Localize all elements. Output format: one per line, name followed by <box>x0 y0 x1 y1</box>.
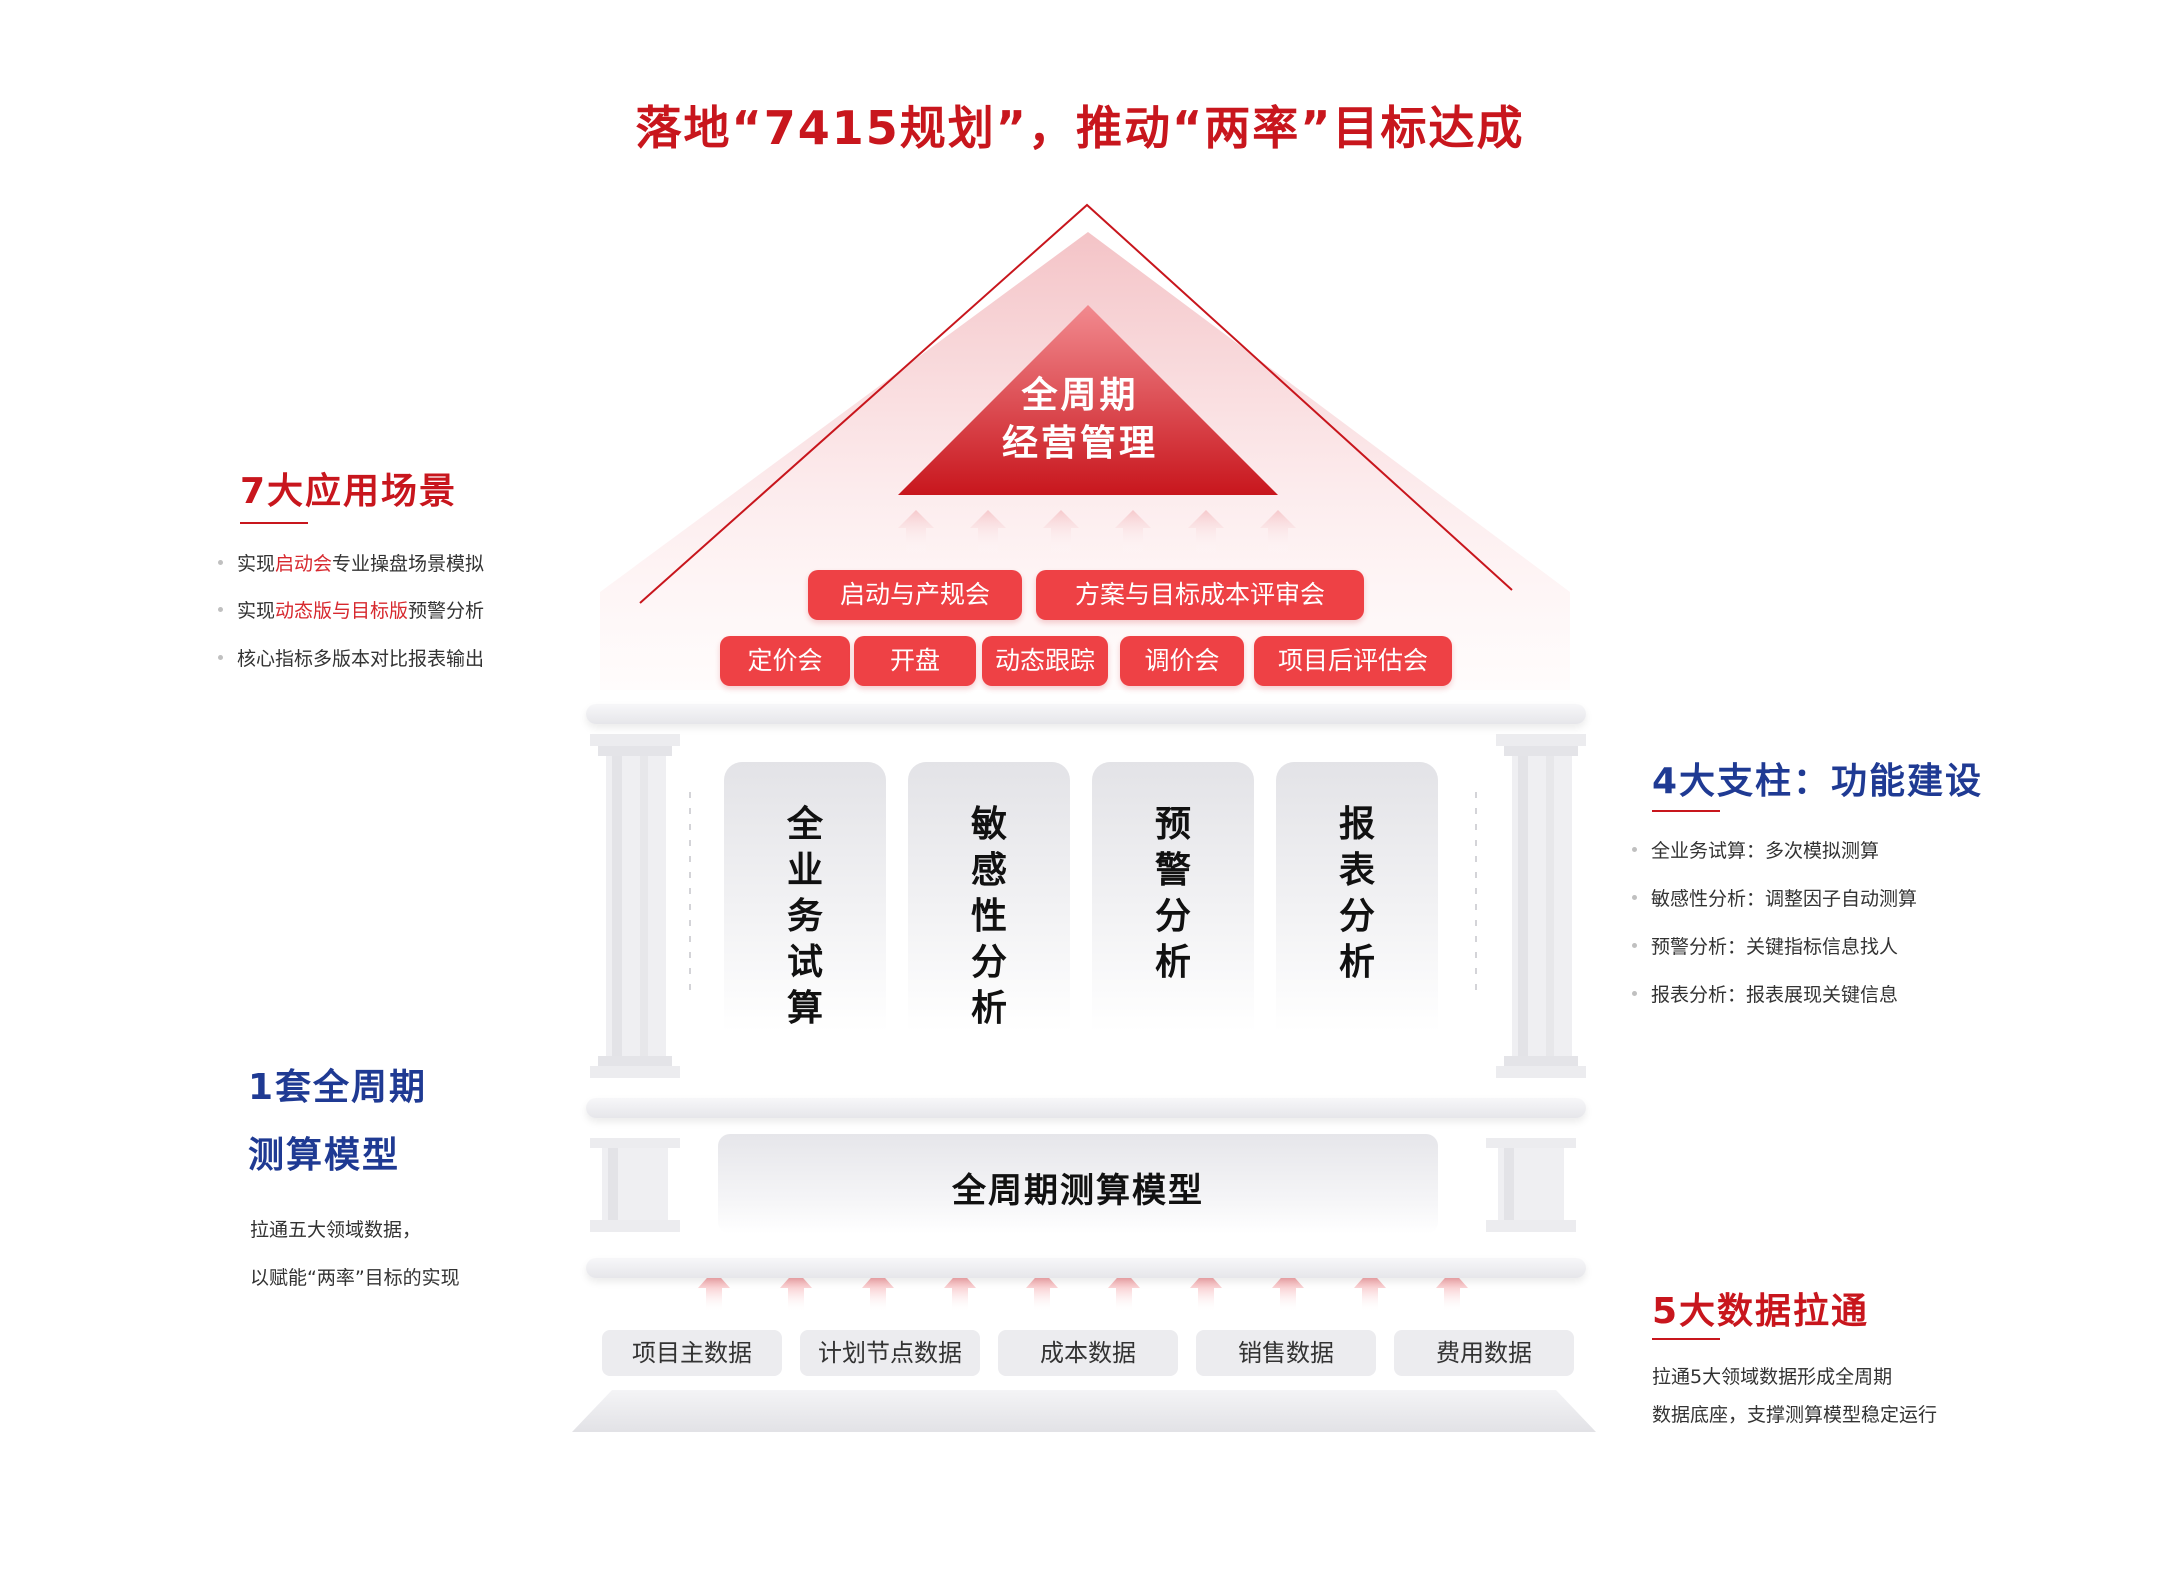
data-underline <box>1652 1338 1720 1340</box>
data-desc-line2: 数据底座，支撑测算模型稳定运行 <box>1652 1404 1938 1426</box>
pillar-item-4: 报表分析：报表展现关键信息 <box>1632 982 1898 1008</box>
scene-pill-1: 启动与产规会 <box>808 570 1022 620</box>
roof-core-label: 全周期 经营管理 <box>960 372 1200 468</box>
pillar-label-3: 预警分析 <box>1154 804 1191 983</box>
pillar-item-1: 全业务试算：多次模拟测算 <box>1632 838 1879 864</box>
pillar-label-1: 全业务试算 <box>786 804 823 1029</box>
right-short-column <box>1486 1138 1576 1232</box>
pillar-label-4: 报表分析 <box>1338 804 1375 983</box>
left-column <box>590 734 680 1078</box>
page-title: 落地“7415规划”，推动“两率”目标达成 <box>635 101 1525 155</box>
scenes-title: 7大应用场景 <box>240 471 458 512</box>
roof-core-line2: 经营管理 <box>1001 423 1158 464</box>
left-short-column <box>590 1138 680 1232</box>
data-source-2: 计划节点数据 <box>800 1330 980 1376</box>
scene-pill-4: 开盘 <box>854 636 976 686</box>
roof-core-triangle <box>898 305 1278 495</box>
middle-beam <box>586 1098 1586 1118</box>
pillar-card-3: 预警分析 <box>1092 762 1254 1032</box>
model-desc-line2: 以赋能“两率”目标的实现 <box>250 1267 460 1289</box>
data-source-1: 项目主数据 <box>602 1330 782 1376</box>
roof-outline <box>639 203 1513 604</box>
model-desc-line1: 拉通五大领域数据， <box>250 1219 422 1241</box>
scene-item-2: 实现动态版与目标版预警分析 <box>218 598 484 624</box>
pillar-item-2: 敏感性分析：调整因子自动测算 <box>1632 886 1917 912</box>
data-source-3: 成本数据 <box>998 1330 1178 1376</box>
foundation <box>572 1390 1596 1432</box>
roof-arrows <box>898 510 1296 555</box>
scene-pill-2: 方案与目标成本评审会 <box>1036 570 1364 620</box>
right-column <box>1496 734 1586 1078</box>
pillar-card-4: 报表分析 <box>1276 762 1438 1032</box>
scene-item-3: 核心指标多版本对比报表输出 <box>218 646 484 672</box>
scene-item-1: 实现启动会专业操盘场景模拟 <box>218 551 484 577</box>
scenes-underline <box>240 522 308 524</box>
data-desc-line1: 拉通5大领域数据形成全周期 <box>1652 1366 1893 1388</box>
model-label: 全周期测算模型 <box>952 1171 1204 1211</box>
scene-pill-7: 项目后评估会 <box>1254 636 1452 686</box>
scene-pill-5: 动态跟踪 <box>982 636 1108 686</box>
scene-pill-3: 定价会 <box>720 636 850 686</box>
pillar-card-1: 全业务试算 <box>724 762 886 1032</box>
roof-core-line1: 全周期 <box>1021 375 1139 416</box>
model-title-line2: 测算模型 <box>248 1135 401 1176</box>
pillars-title: 4大支柱：功能建设 <box>1652 761 1984 802</box>
upper-beam <box>586 704 1586 724</box>
pillar-item-3: 预警分析：关键指标信息找人 <box>1632 934 1898 960</box>
pillar-card-2: 敏感性分析 <box>908 762 1070 1032</box>
data-source-5: 费用数据 <box>1394 1330 1574 1376</box>
pillar-label-2: 敏感性分析 <box>970 804 1007 1029</box>
scene-pill-6: 调价会 <box>1120 636 1244 686</box>
model-title-line1: 1套全周期 <box>248 1067 428 1108</box>
data-source-4: 销售数据 <box>1196 1330 1376 1376</box>
pillars-underline <box>1652 810 1720 812</box>
data-title: 5大数据拉通 <box>1652 1291 1870 1332</box>
lower-beam <box>586 1258 1586 1278</box>
model-bar <box>718 1134 1438 1234</box>
data-arrows <box>698 1270 1468 1312</box>
